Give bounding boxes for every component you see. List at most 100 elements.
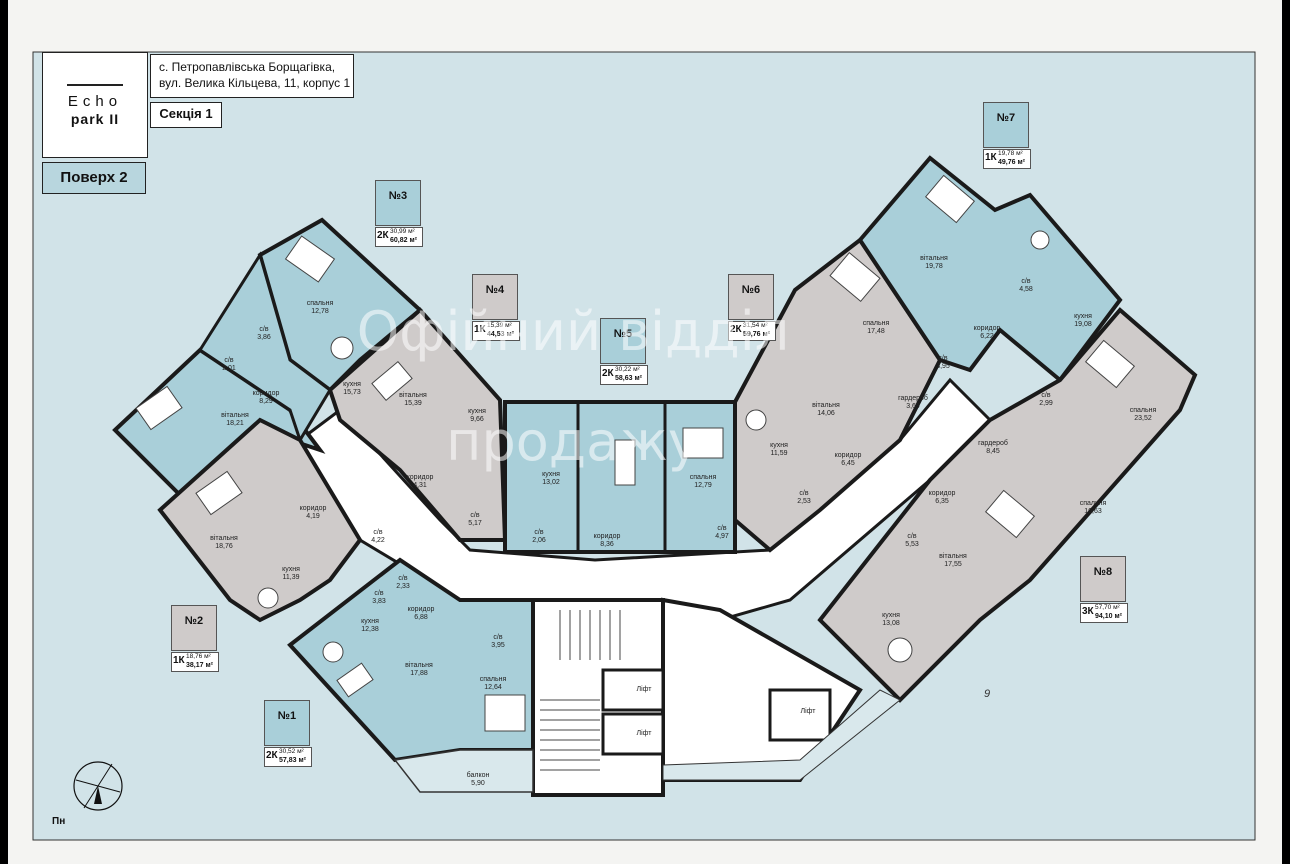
watermark-line-1: Офійний відділ [356, 300, 790, 363]
lift-label-2: Ліфт [636, 730, 652, 737]
apartment-number: №1 [277, 710, 297, 722]
apartment-living-area: 57,70 м² [1095, 604, 1120, 611]
compass-icon [73, 761, 123, 811]
apartment-living-area: 18,76 м² [186, 653, 211, 660]
lift-label-1: Ліфт [636, 686, 652, 693]
apartment-number: №7 [996, 112, 1016, 124]
apartment-badge-3[interactable]: №3 2К 30,99 м² 60,82 м² [375, 180, 423, 247]
apartment-rooms: 1К [474, 324, 486, 335]
apartment-7 [857, 155, 1123, 383]
logo-line-1: Echo [67, 93, 123, 110]
apartment-living-area: 15,39 м² [487, 322, 512, 329]
floor-plan-drawing [32, 51, 1256, 841]
apartment-total-area: 44,53 м² [487, 331, 514, 338]
logo-line-2: park II [70, 111, 120, 127]
apartment-info: 2К 30,99 м² 60,82 м² [375, 227, 423, 247]
apartment-2 [157, 417, 363, 623]
apartment-total-area: 38,17 м² [186, 662, 213, 669]
address-line-1: с. Петропавлівська Борщагівка, [159, 60, 336, 74]
apartment-total-area: 58,63 м² [615, 375, 642, 382]
apartment-info: 2К 31,54 м² 59,76 м² [728, 321, 776, 341]
apartment-number: №2 [184, 615, 204, 627]
apartment-total-area: 59,76 м² [743, 331, 770, 338]
apartment-info: 1К 18,76 м² 38,17 м² [171, 652, 219, 672]
compass-label: Пн [52, 816, 66, 827]
apartment-info: 2К 30,22 м² 58,63 м² [600, 365, 648, 385]
brand-logo: Echo park II [42, 52, 148, 158]
apartment-badge-4[interactable]: №4 1К 15,39 м² 44,53 м² [472, 274, 520, 341]
apartment-number: №5 [613, 328, 633, 340]
apartment-badge-7[interactable]: №7 1К 19,78 м² 49,76 м² [983, 102, 1031, 169]
apartment-living-area: 30,22 м² [615, 366, 640, 373]
balcony [393, 749, 534, 793]
apartment-6 [733, 237, 943, 553]
plot-number: 9 [984, 688, 991, 700]
lift-shaft-1 [601, 668, 665, 712]
apartment-total-area: 60,82 м² [390, 237, 417, 244]
apartment-rooms: 2К [730, 324, 742, 335]
apartment-rooms: 2К [602, 368, 614, 379]
watermark-line-2: продажу [446, 410, 700, 473]
apartment-4 [327, 307, 508, 542]
logo-bar [67, 84, 123, 86]
apartment-total-area: 94,10 м² [1095, 613, 1122, 620]
lift-shaft-2 [601, 712, 665, 756]
apartment-total-area: 57,83 м² [279, 757, 306, 764]
apartment-badge-1[interactable]: №1 2К 30,52 м² 57,83 м² [264, 700, 312, 767]
apartment-rooms: 2К [266, 750, 278, 761]
floor-label: Поверх 2 [42, 162, 146, 194]
lift-shaft-3 [768, 688, 832, 742]
apartment-living-area: 30,99 м² [390, 228, 415, 235]
lift-label-3: Ліфт [800, 708, 816, 715]
apartment-badge-5[interactable]: №5 2К 30,22 м² 58,63 м² [600, 318, 648, 385]
apartment-rooms: 2К [377, 230, 389, 241]
apartment-rooms: 1К [985, 152, 997, 163]
apartment-badge-8[interactable]: №8 3К 57,70 м² 94,10 м² [1080, 556, 1128, 623]
apartment-number: №6 [741, 284, 761, 296]
apartment-badge-6[interactable]: №6 2К 31,54 м² 59,76 м² [728, 274, 776, 341]
plan-sheet: Echo park II с. Петропавлівська Борщагів… [8, 0, 1282, 864]
apartment-total-area: 49,76 м² [998, 159, 1025, 166]
apartment-number: №3 [388, 190, 408, 202]
stair-steps [540, 610, 621, 771]
apartment-badge-2[interactable]: №2 1К 18,76 м² 38,17 м² [171, 605, 219, 672]
apartment-number: №4 [485, 284, 505, 296]
